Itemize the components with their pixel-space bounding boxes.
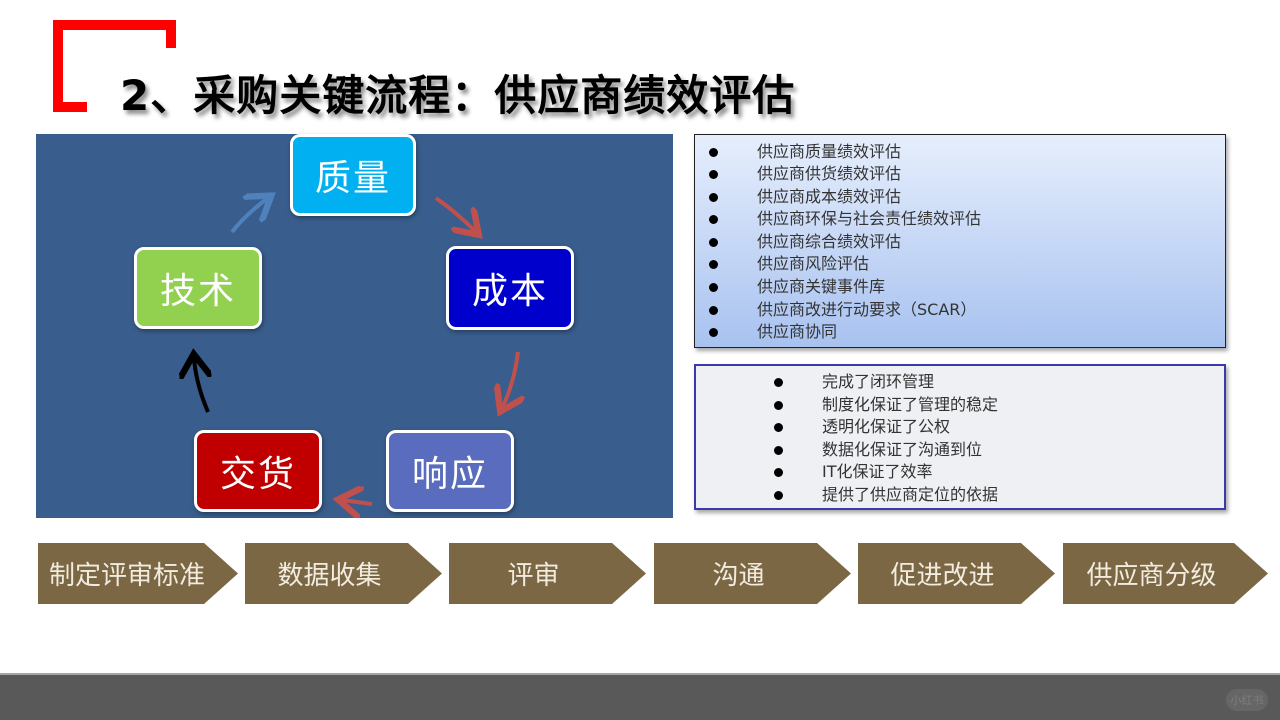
process-step-communication: 沟通 [654,543,851,604]
bullet-icon [709,193,718,202]
list-item: IT化保证了效率 [774,461,933,483]
list-item: 提供了供应商定位的依据 [774,484,998,506]
list-item: 供应商环保与社会责任绩效评估 [709,208,981,230]
bullet-icon [774,401,783,410]
bullet-icon [774,468,783,477]
bullet-icon [709,328,718,337]
bottom-bar: 小红书 [0,673,1280,720]
list-item: 供应商风险评估 [709,253,869,275]
bullet-icon [774,423,783,432]
cycle-node-delivery: 交货 [194,430,322,512]
arrow-cost-to-response [502,351,518,408]
process-step-data-collection: 数据收集 [245,543,442,604]
process-step-review: 评审 [449,543,646,604]
arrow-delivery-to-technology [194,358,208,413]
title-bracket-decoration [53,20,176,112]
bullet-icon [709,260,718,269]
list-item: 制度化保证了管理的稳定 [774,394,998,416]
bullet-icon [774,378,783,387]
bullet-icon [709,148,718,157]
watermark-badge: 小红书 [1226,689,1268,711]
arrow-quality-to-cost [434,196,476,232]
list-item: 供应商关键事件库 [709,276,885,298]
cycle-node-response: 响应 [386,430,514,512]
arrow-technology-to-quality [230,198,268,234]
bullet-icon [709,238,718,247]
list-item: 完成了闭环管理 [774,371,934,393]
bullet-icon [709,306,718,315]
evaluation-types-list: 供应商质量绩效评估 供应商供货绩效评估 供应商成本绩效评估 供应商环保与社会责任… [694,134,1226,348]
list-item: 供应商协同 [709,321,837,343]
list-item: 供应商供货绩效评估 [709,163,901,185]
list-item: 供应商改进行动要求（SCAR） [709,299,976,321]
slide: 2、采购关键流程：供应商绩效评估 [36,20,1268,604]
list-item: 供应商综合绩效评估 [709,231,901,253]
supplier-evaluation-cycle-diagram: 质量 成本 响应 交货 技术 [36,134,673,518]
bullet-icon [709,215,718,224]
bullet-icon [774,491,783,500]
slide-title: 2、采购关键流程：供应商绩效评估 [120,71,796,120]
bullet-icon [709,170,718,179]
list-item: 数据化保证了沟通到位 [774,439,982,461]
process-step-set-criteria: 制定评审标准 [38,543,238,604]
benefits-list: 完成了闭环管理 制度化保证了管理的稳定 透明化保证了公权 数据化保证了沟通到位 … [694,364,1226,510]
process-step-supplier-grading: 供应商分级 [1063,543,1268,604]
process-step-improvement: 促进改进 [858,543,1055,604]
bullet-icon [774,446,783,455]
cycle-node-cost: 成本 [446,246,574,330]
arrow-response-to-delivery [342,500,373,504]
list-item: 透明化保证了公权 [774,416,950,438]
list-item: 供应商成本绩效评估 [709,186,901,208]
list-item: 供应商质量绩效评估 [709,141,901,163]
cycle-arrows [36,134,673,518]
cycle-node-technology: 技术 [134,247,262,329]
cycle-node-quality: 质量 [290,134,416,216]
bullet-icon [709,283,718,292]
